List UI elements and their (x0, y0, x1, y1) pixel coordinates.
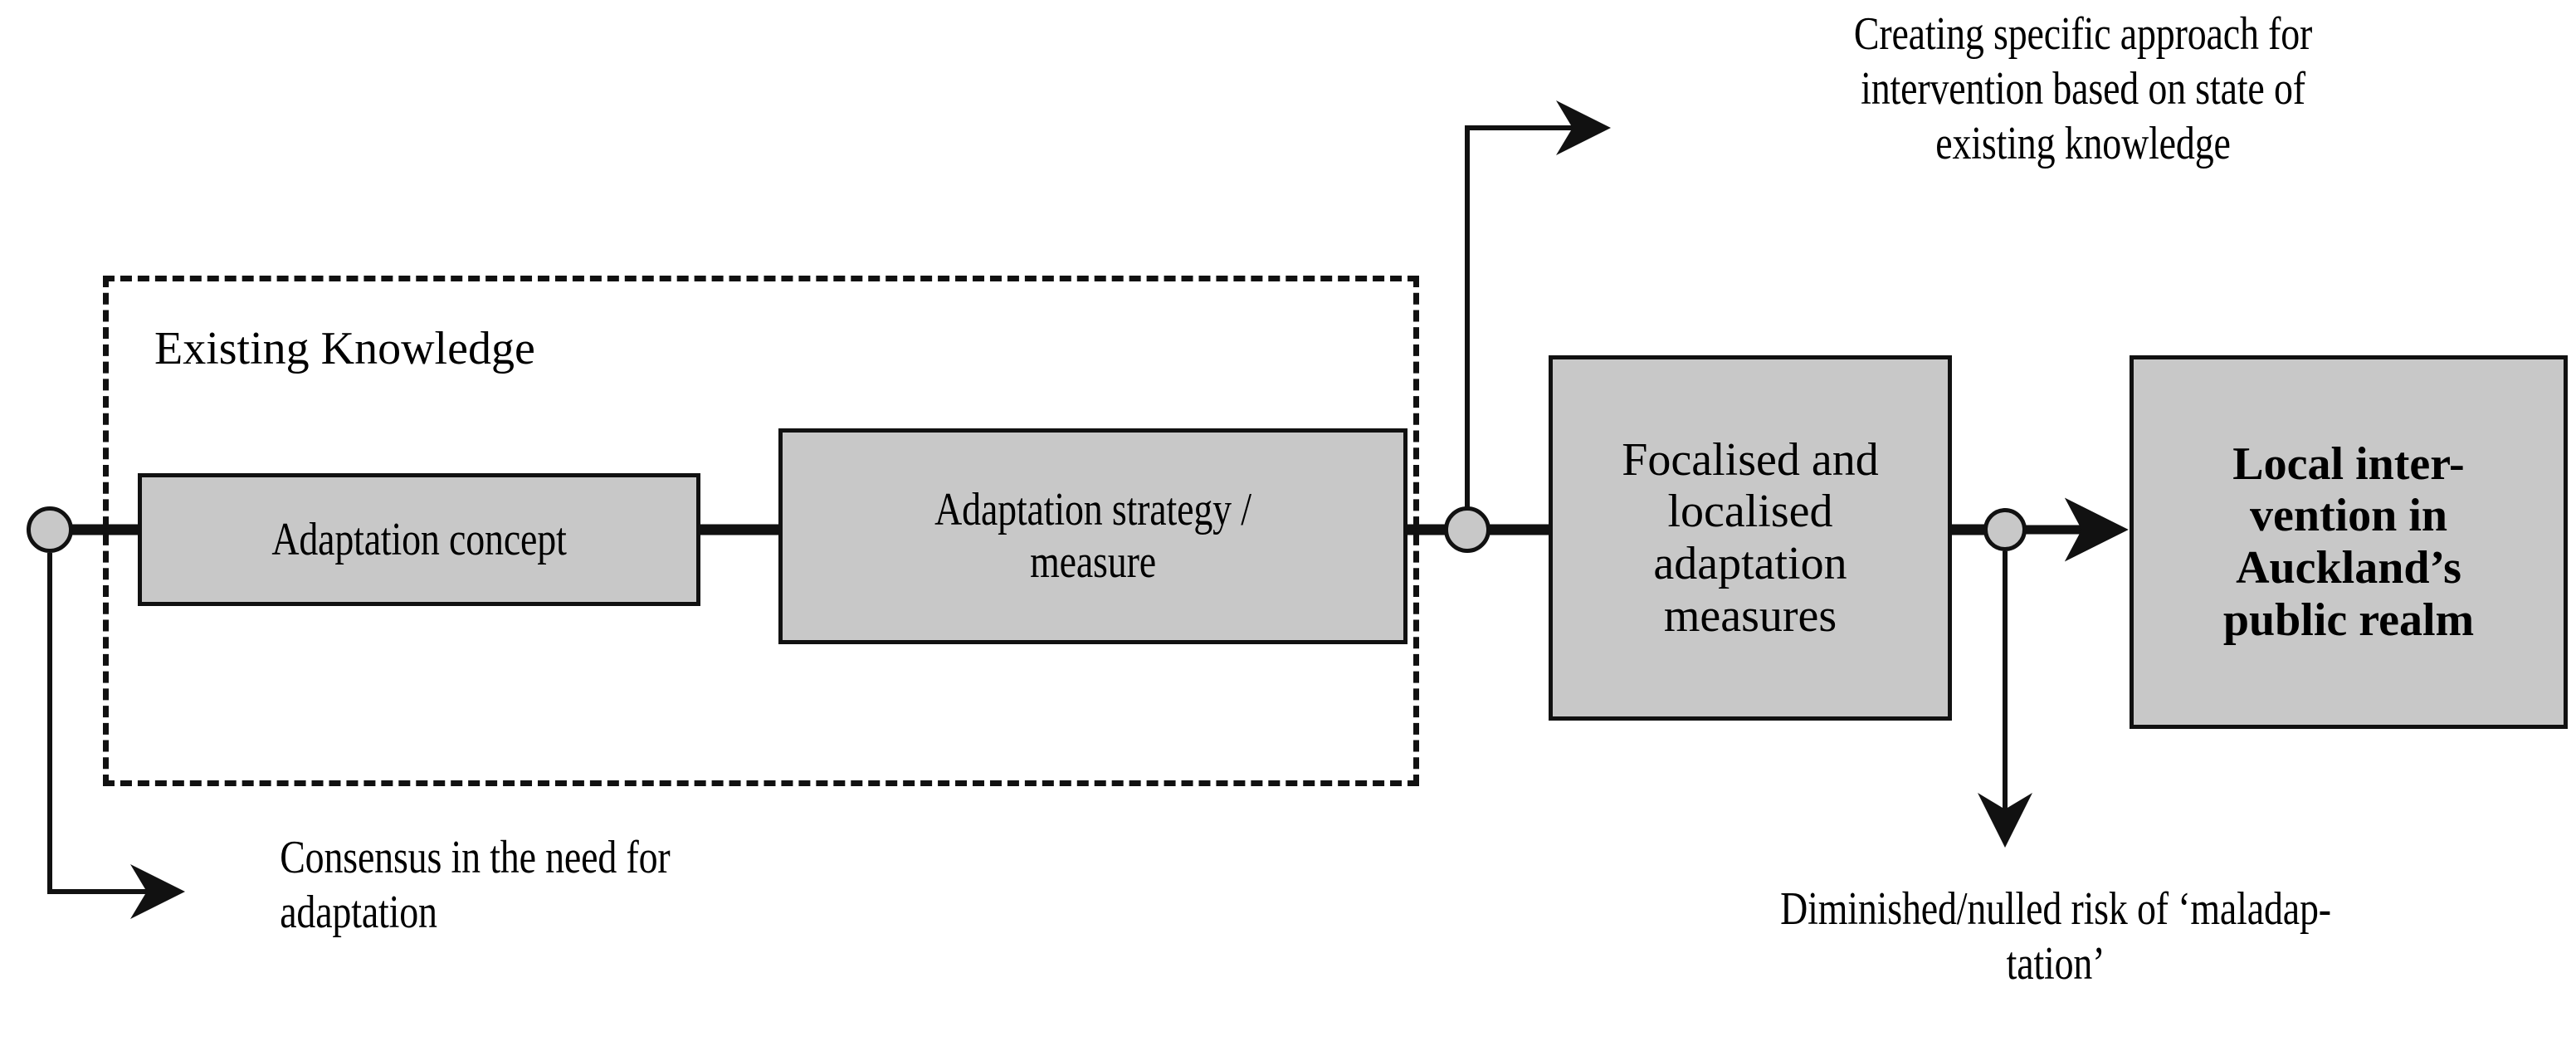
box-local-intervention-label: Local inter- vention in Auckland’s publi… (2222, 438, 2475, 646)
junction-node-start[interactable] (27, 506, 73, 553)
box-focalised-localised-adaptation-measures[interactable]: Focalised and localised adaptation measu… (1549, 355, 1952, 721)
box-adaptation-strategy-label: Adaptation strategy / measure (934, 484, 1251, 588)
annotation-diminished-nulled-risk-maladaptation: Diminished/nulled risk of ‘maladap- tati… (1780, 883, 2331, 990)
existing-knowledge-label: Existing Knowledge (154, 323, 535, 374)
annotation-consensus-need-for-adaptation: Consensus in the need for adaptation (280, 832, 671, 939)
box-adaptation-concept-label: Adaptation concept (271, 513, 567, 565)
box-adaptation-strategy[interactable]: Adaptation strategy / measure (778, 428, 1408, 644)
annotation-creating-specific-approach: Creating specific approach for intervent… (1853, 8, 2313, 170)
box-focalised-label: Focalised and localised adaptation measu… (1622, 433, 1879, 642)
box-adaptation-concept[interactable]: Adaptation concept (138, 473, 700, 606)
junction-node-pre-intervention[interactable] (1983, 508, 2027, 551)
box-local-intervention[interactable]: Local inter- vention in Auckland’s publi… (2130, 355, 2568, 729)
junction-node-mid[interactable] (1444, 506, 1490, 553)
